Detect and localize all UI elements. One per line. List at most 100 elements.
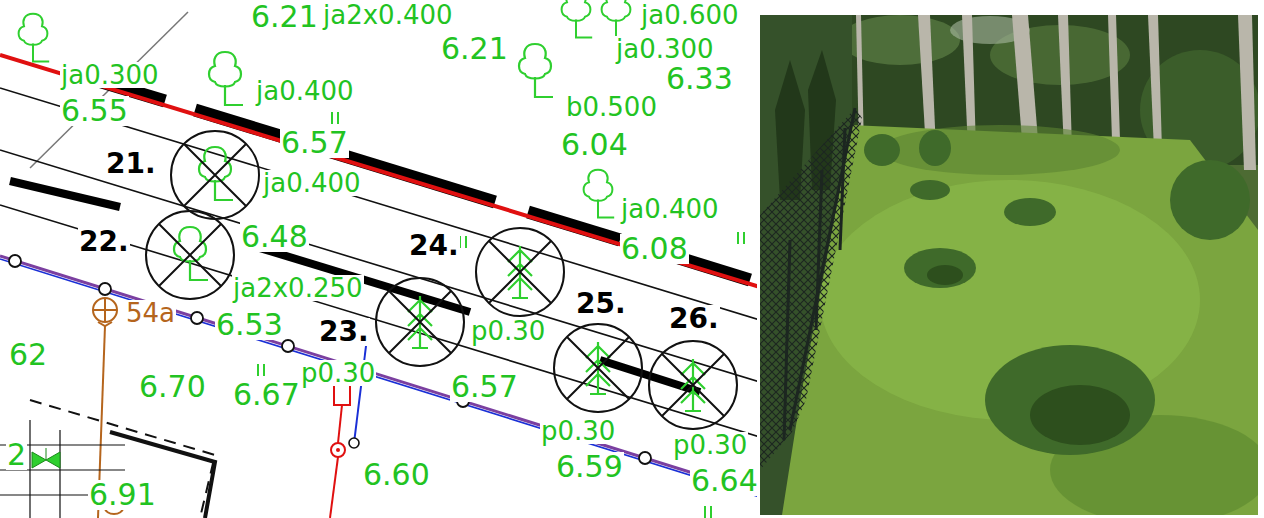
- elevation-label: 6.53: [215, 310, 284, 340]
- hydrant-symbol: [338, 405, 342, 443]
- removed-trees: [159, 224, 221, 286]
- fence-line: [282, 340, 294, 352]
- site-photo: [1004, 198, 1056, 226]
- building-outline: [0, 400, 215, 518]
- tick-marks: [258, 364, 264, 376]
- elevation-label: 6.48: [240, 222, 309, 252]
- boundary-line: [0, 55, 757, 287]
- removed-trees: [159, 144, 724, 416]
- tree-spec-label: ja2x0.250: [232, 275, 364, 301]
- site-photo: [919, 130, 951, 166]
- removed-trees: [376, 278, 464, 366]
- hedge-bars: [10, 181, 120, 207]
- hydrant-symbol: [331, 443, 345, 457]
- site-photo: [910, 180, 950, 200]
- site-photo: [790, 108, 855, 430]
- elevation-label: 6.21: [250, 2, 319, 32]
- site-photo: [1108, 15, 1120, 140]
- removed-trees: [146, 131, 737, 429]
- elevation-label: 6.08: [620, 234, 689, 264]
- tree-symbols: [19, 14, 50, 62]
- parallel-lines: [0, 205, 757, 437]
- tick-marks: [705, 506, 711, 518]
- removed-trees: [554, 324, 642, 412]
- tree-symbols: [584, 170, 615, 218]
- tree-symbols: [562, 0, 593, 38]
- tree-number: 25.: [575, 290, 627, 318]
- valve-symbol: [32, 448, 60, 468]
- removed-trees: [567, 337, 629, 399]
- elevation-label: 6.70: [138, 372, 207, 402]
- site-photo: [880, 125, 1120, 175]
- hydrant-symbol: [330, 457, 338, 518]
- fence-line: [99, 283, 111, 295]
- elevation-label: 6.60: [362, 460, 431, 490]
- utility-pole: [93, 298, 117, 322]
- utility-pole: [98, 322, 112, 326]
- fence-bars: [528, 212, 620, 240]
- removed-trees: [649, 341, 737, 429]
- site-photo: [784, 240, 790, 440]
- tick-marks: [738, 232, 744, 244]
- fence-line: [9, 255, 21, 267]
- site-photo: [1238, 15, 1256, 170]
- elevation-label: 6.21: [440, 34, 509, 64]
- tree-spec-label: p0.30: [540, 418, 616, 444]
- tree-spec-label: ja0.400: [255, 78, 355, 104]
- removed-trees: [389, 291, 451, 353]
- tree-number: 21.: [105, 150, 157, 178]
- building-outline: [30, 400, 215, 518]
- elevation-label: 6.33: [665, 64, 734, 94]
- hydrant-symbol: [349, 438, 359, 448]
- tree-number: 22.: [78, 228, 130, 256]
- removed-trees: [662, 354, 724, 416]
- site-photo: [927, 265, 1130, 445]
- parallel-lines: [0, 88, 757, 437]
- removed-trees: [184, 144, 246, 206]
- tree-spec-label: ja0.600: [640, 2, 740, 28]
- parallel-lines: [0, 88, 757, 320]
- site-photo: [760, 108, 862, 470]
- tree-spec-label: ja0.300: [60, 62, 160, 88]
- hydrant-symbol: [354, 330, 368, 443]
- utility-label: 54a: [125, 300, 176, 326]
- site-photo: [760, 15, 1258, 515]
- tick-marks: [332, 112, 338, 124]
- tree-spec-label: p0.30: [470, 318, 546, 344]
- fence-bars: [195, 110, 290, 139]
- tree-spec-label: ja2x0.400: [322, 2, 454, 28]
- utility-pole: [93, 298, 117, 322]
- site-photo: [864, 134, 900, 166]
- fence-line: [191, 312, 203, 324]
- elevation-label: 6.91: [88, 480, 157, 510]
- site-photo: [816, 170, 822, 330]
- tree-spec-label: p0.30: [672, 432, 748, 458]
- tree-number: 26.: [668, 305, 720, 333]
- site-photo: [864, 130, 1250, 455]
- fence-line: [0, 256, 757, 494]
- fence-line: [639, 452, 651, 464]
- elevation-label: 2: [6, 440, 27, 470]
- elevation-label: 6.67: [232, 380, 301, 410]
- fence-line: [0, 259, 757, 497]
- site-photo: [1148, 15, 1162, 150]
- site-photo: [1030, 385, 1130, 445]
- parallel-lines: [0, 150, 757, 382]
- fence-line: [9, 255, 651, 464]
- tree-symbols: [209, 52, 243, 105]
- tree-spec-label: b0.500: [565, 94, 658, 120]
- elevation-label: 62: [8, 340, 48, 370]
- removed-trees: [476, 228, 564, 316]
- elevation-label: 6.57: [280, 128, 349, 158]
- elevation-label: 6.64: [690, 466, 759, 496]
- fence-line: [0, 255, 757, 497]
- tree-symbols: [519, 44, 553, 97]
- elevation-label: 6.59: [555, 452, 624, 482]
- site-photo: [1170, 160, 1250, 240]
- site-photo: [784, 108, 855, 440]
- tree-number: 23.: [318, 318, 370, 346]
- removed-trees: [489, 241, 551, 303]
- site-photo: [840, 128, 845, 250]
